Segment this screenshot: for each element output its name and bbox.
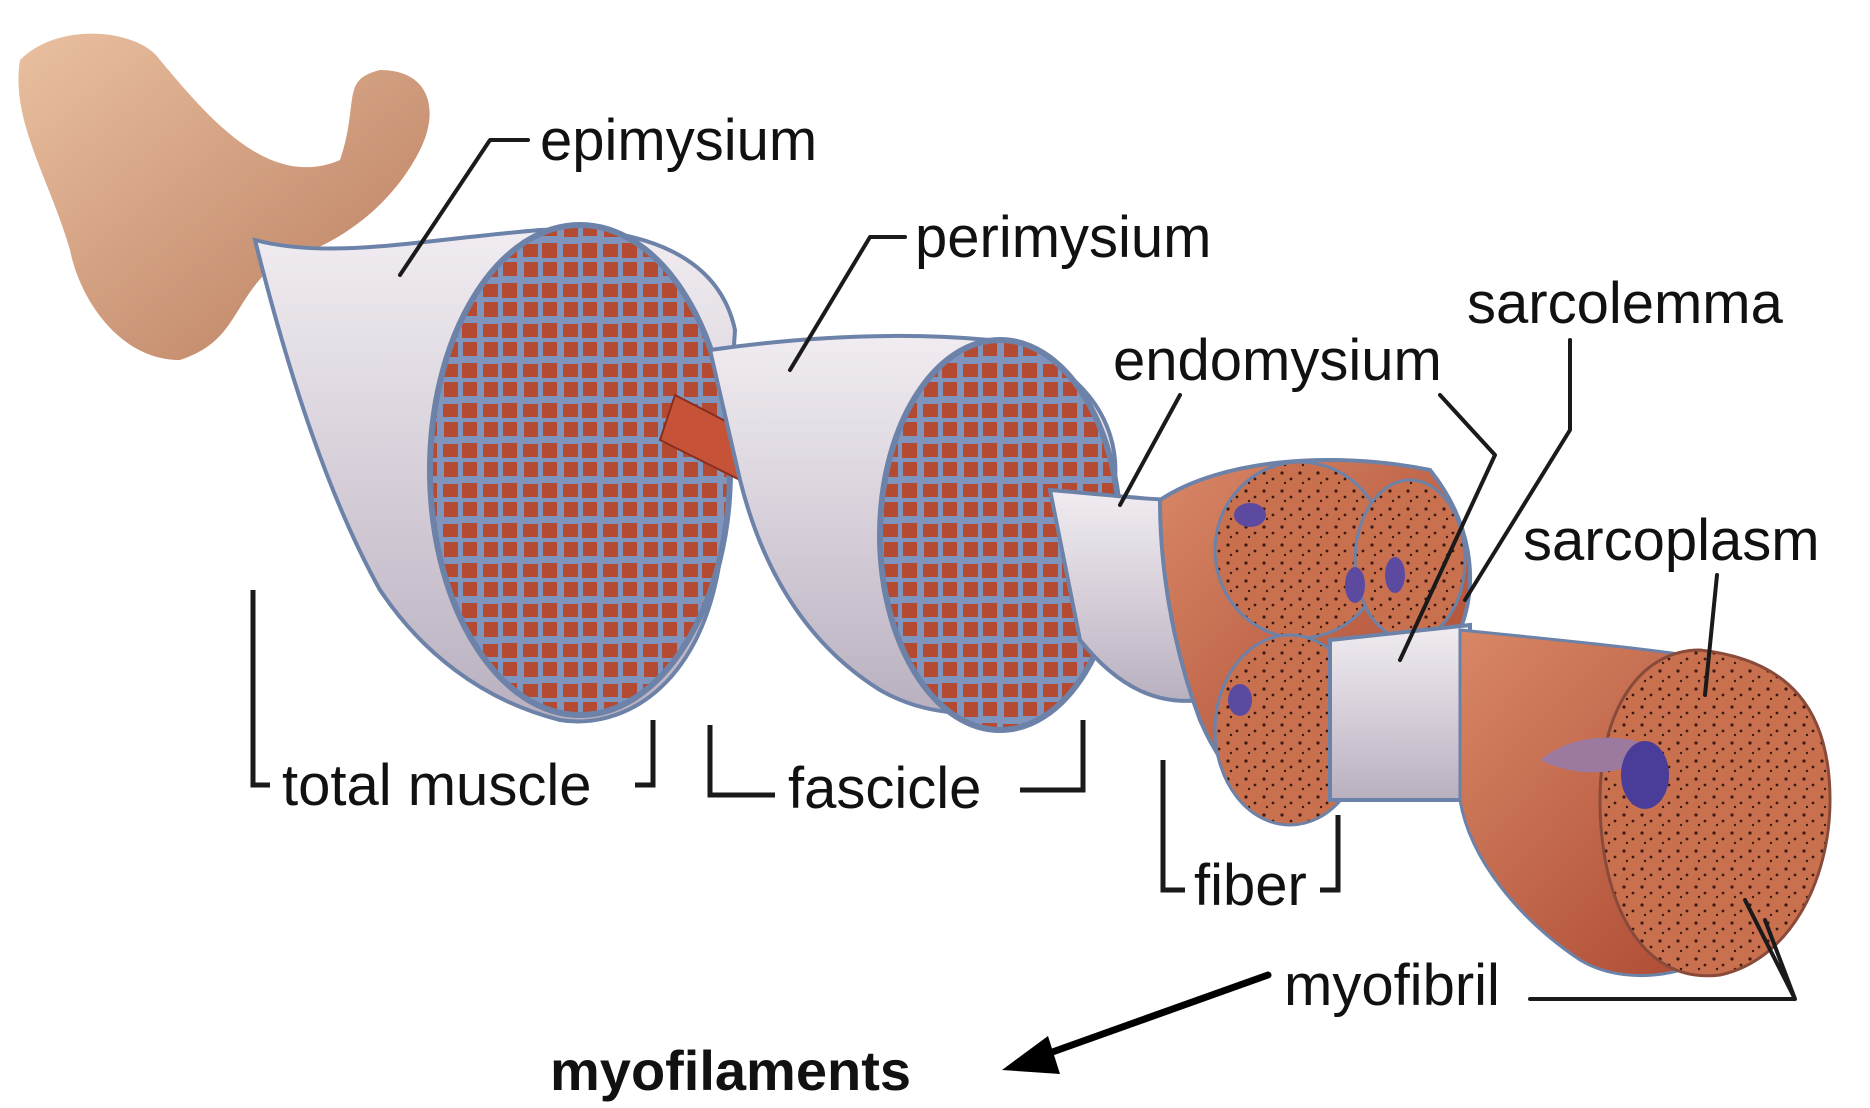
nucleus (1385, 557, 1405, 593)
sarcoplasm-cross-section (1600, 650, 1830, 976)
label-endomysium: endomysium (1113, 328, 1442, 393)
fiber-bracket-left (1163, 760, 1185, 890)
sarcolemma-sleeve (1330, 625, 1470, 800)
label-epimysium: epimysium (540, 108, 817, 173)
label-myofilaments: myofilaments (550, 1039, 911, 1102)
arrow-head (1002, 1036, 1060, 1074)
fiber-bracket-right (1320, 815, 1338, 890)
nucleus (1234, 503, 1266, 527)
total-muscle-bracket-left (253, 590, 270, 785)
nucleus (1345, 567, 1365, 603)
total-muscle-bracket-right (635, 720, 653, 785)
label-total-muscle: total muscle (282, 753, 591, 818)
nucleus (1228, 684, 1252, 716)
muscle-illustration (18, 34, 1830, 976)
nucleus (1621, 741, 1669, 809)
label-perimysium: perimysium (915, 205, 1212, 270)
myofilaments-arrow (1002, 975, 1268, 1074)
arrow-shaft (1030, 975, 1268, 1060)
label-myofibril: myofibril (1284, 953, 1500, 1018)
total-muscle-cross-section (430, 225, 730, 715)
label-fiber: fiber (1194, 853, 1307, 918)
label-sarcoplasm: sarcoplasm (1523, 508, 1820, 573)
label-sarcolemma: sarcolemma (1467, 271, 1784, 336)
fascicle-bracket-left (710, 725, 775, 795)
fascicle-bracket-right (1020, 720, 1083, 790)
endomysium-leader (1120, 395, 1180, 505)
label-fascicle: fascicle (788, 756, 981, 821)
